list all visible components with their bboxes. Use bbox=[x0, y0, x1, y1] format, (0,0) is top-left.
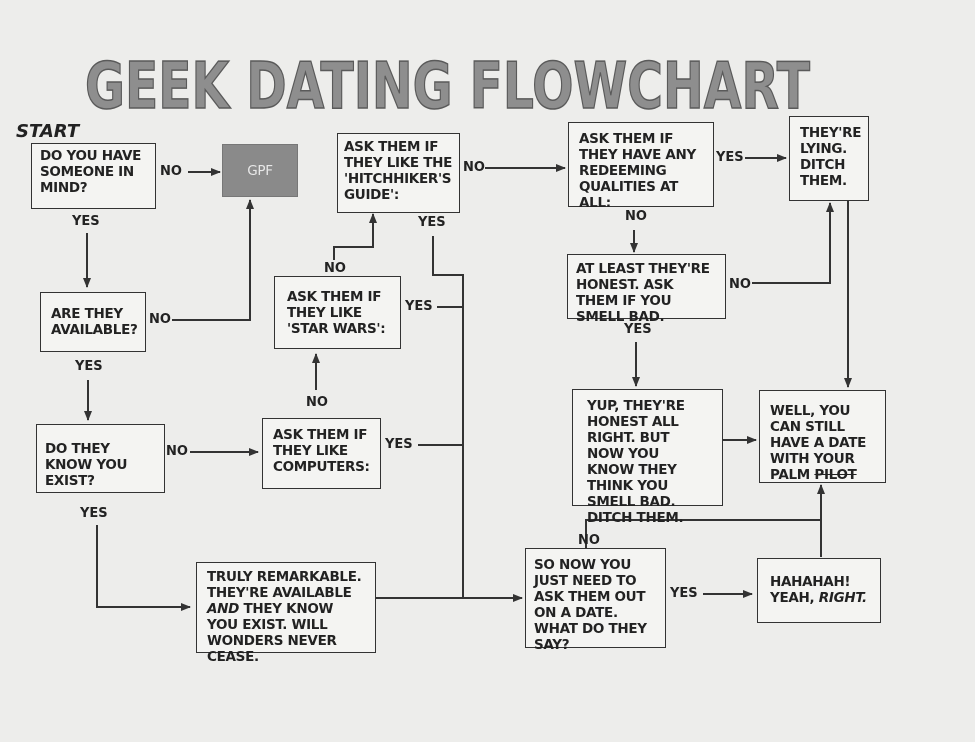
arrow-available-no bbox=[172, 199, 254, 321]
label-yes: YES bbox=[670, 586, 698, 601]
remarkable-text-2: THEY KNOW YOU EXIST. WILL WONDERS NEVER … bbox=[207, 601, 337, 665]
label-no: NO bbox=[149, 312, 171, 327]
label-yes: YES bbox=[624, 322, 652, 337]
node-someone-in-mind: DO YOU HAVE SOMEONE IN MIND? bbox=[31, 143, 156, 209]
node-know-exist: DO THEY KNOW YOU EXIST? bbox=[36, 424, 165, 493]
label-no: NO bbox=[306, 395, 328, 410]
label-yes: YES bbox=[75, 359, 103, 374]
node-yup: YUP, THEY'RE HONEST ALL RIGHT. BUT NOW Y… bbox=[572, 389, 723, 526]
label-yes: YES bbox=[72, 214, 100, 229]
label-no: NO bbox=[324, 261, 346, 276]
node-star-wars: ASK THEM IF THEY LIKE 'STAR WARS': bbox=[274, 276, 401, 349]
node-remarkable: TRULY REMARKABLE. THEY'RE AVAILABLE AND … bbox=[196, 562, 376, 665]
hahaha-right: RIGHT. bbox=[818, 590, 867, 606]
start-label: START bbox=[16, 121, 80, 142]
remarkable-and: AND bbox=[207, 601, 240, 617]
remarkable-text-1: TRULY REMARKABLE. THEY'RE AVAILABLE bbox=[207, 569, 362, 601]
arrow-hitchhiker-yes bbox=[432, 236, 523, 602]
arrow-honest-no bbox=[752, 202, 834, 284]
node-hahaha: HAHAHAH! YEAH, RIGHT. bbox=[757, 558, 881, 623]
label-no: NO bbox=[578, 533, 600, 548]
node-available: ARE THEY AVAILABLE? bbox=[40, 292, 146, 352]
node-lying: THEY'RE LYING. DITCH THEM. bbox=[789, 116, 869, 201]
node-hitchhiker: ASK THEM IF THEY LIKE THE 'HITCHHIKER'S … bbox=[337, 133, 460, 213]
node-redeeming: ASK THEM IF THEY HAVE ANY REDEEMING QUAL… bbox=[568, 122, 714, 211]
node-gpf: GPF bbox=[222, 144, 298, 197]
label-yes: YES bbox=[405, 299, 433, 314]
arrow-starwars-no bbox=[333, 213, 377, 260]
label-no: NO bbox=[625, 209, 647, 224]
label-yes: YES bbox=[80, 506, 108, 521]
node-honest: AT LEAST THEY'RE HONEST. ASK THEM IF YOU… bbox=[567, 254, 726, 325]
gpf-text: GPF bbox=[247, 162, 273, 179]
node-ask-out: SO NOW YOU JUST NEED TO ASK THEM OUT ON … bbox=[525, 548, 666, 653]
label-yes: YES bbox=[385, 437, 413, 452]
label-no: NO bbox=[729, 277, 751, 292]
label-yes: YES bbox=[716, 150, 744, 165]
label-no: NO bbox=[463, 160, 485, 175]
label-no: NO bbox=[160, 164, 182, 179]
arrow-exist-yes bbox=[96, 525, 191, 611]
hahaha-text: HAHAHAH! YEAH, bbox=[770, 574, 851, 606]
label-no: NO bbox=[166, 444, 188, 459]
line-askout-no bbox=[585, 519, 821, 548]
palm-text: WELL, YOU CAN STILL HAVE A DATE WITH YOU… bbox=[770, 403, 867, 483]
palm-struck-text: PILOT bbox=[814, 467, 857, 483]
page-title: GEEK DATING FLOWCHART bbox=[85, 50, 810, 124]
node-palm: WELL, YOU CAN STILL HAVE A DATE WITH YOU… bbox=[759, 390, 886, 483]
node-computers: ASK THEM IF THEY LIKE COMPUTERS: bbox=[262, 418, 381, 489]
label-yes: YES bbox=[418, 215, 446, 230]
